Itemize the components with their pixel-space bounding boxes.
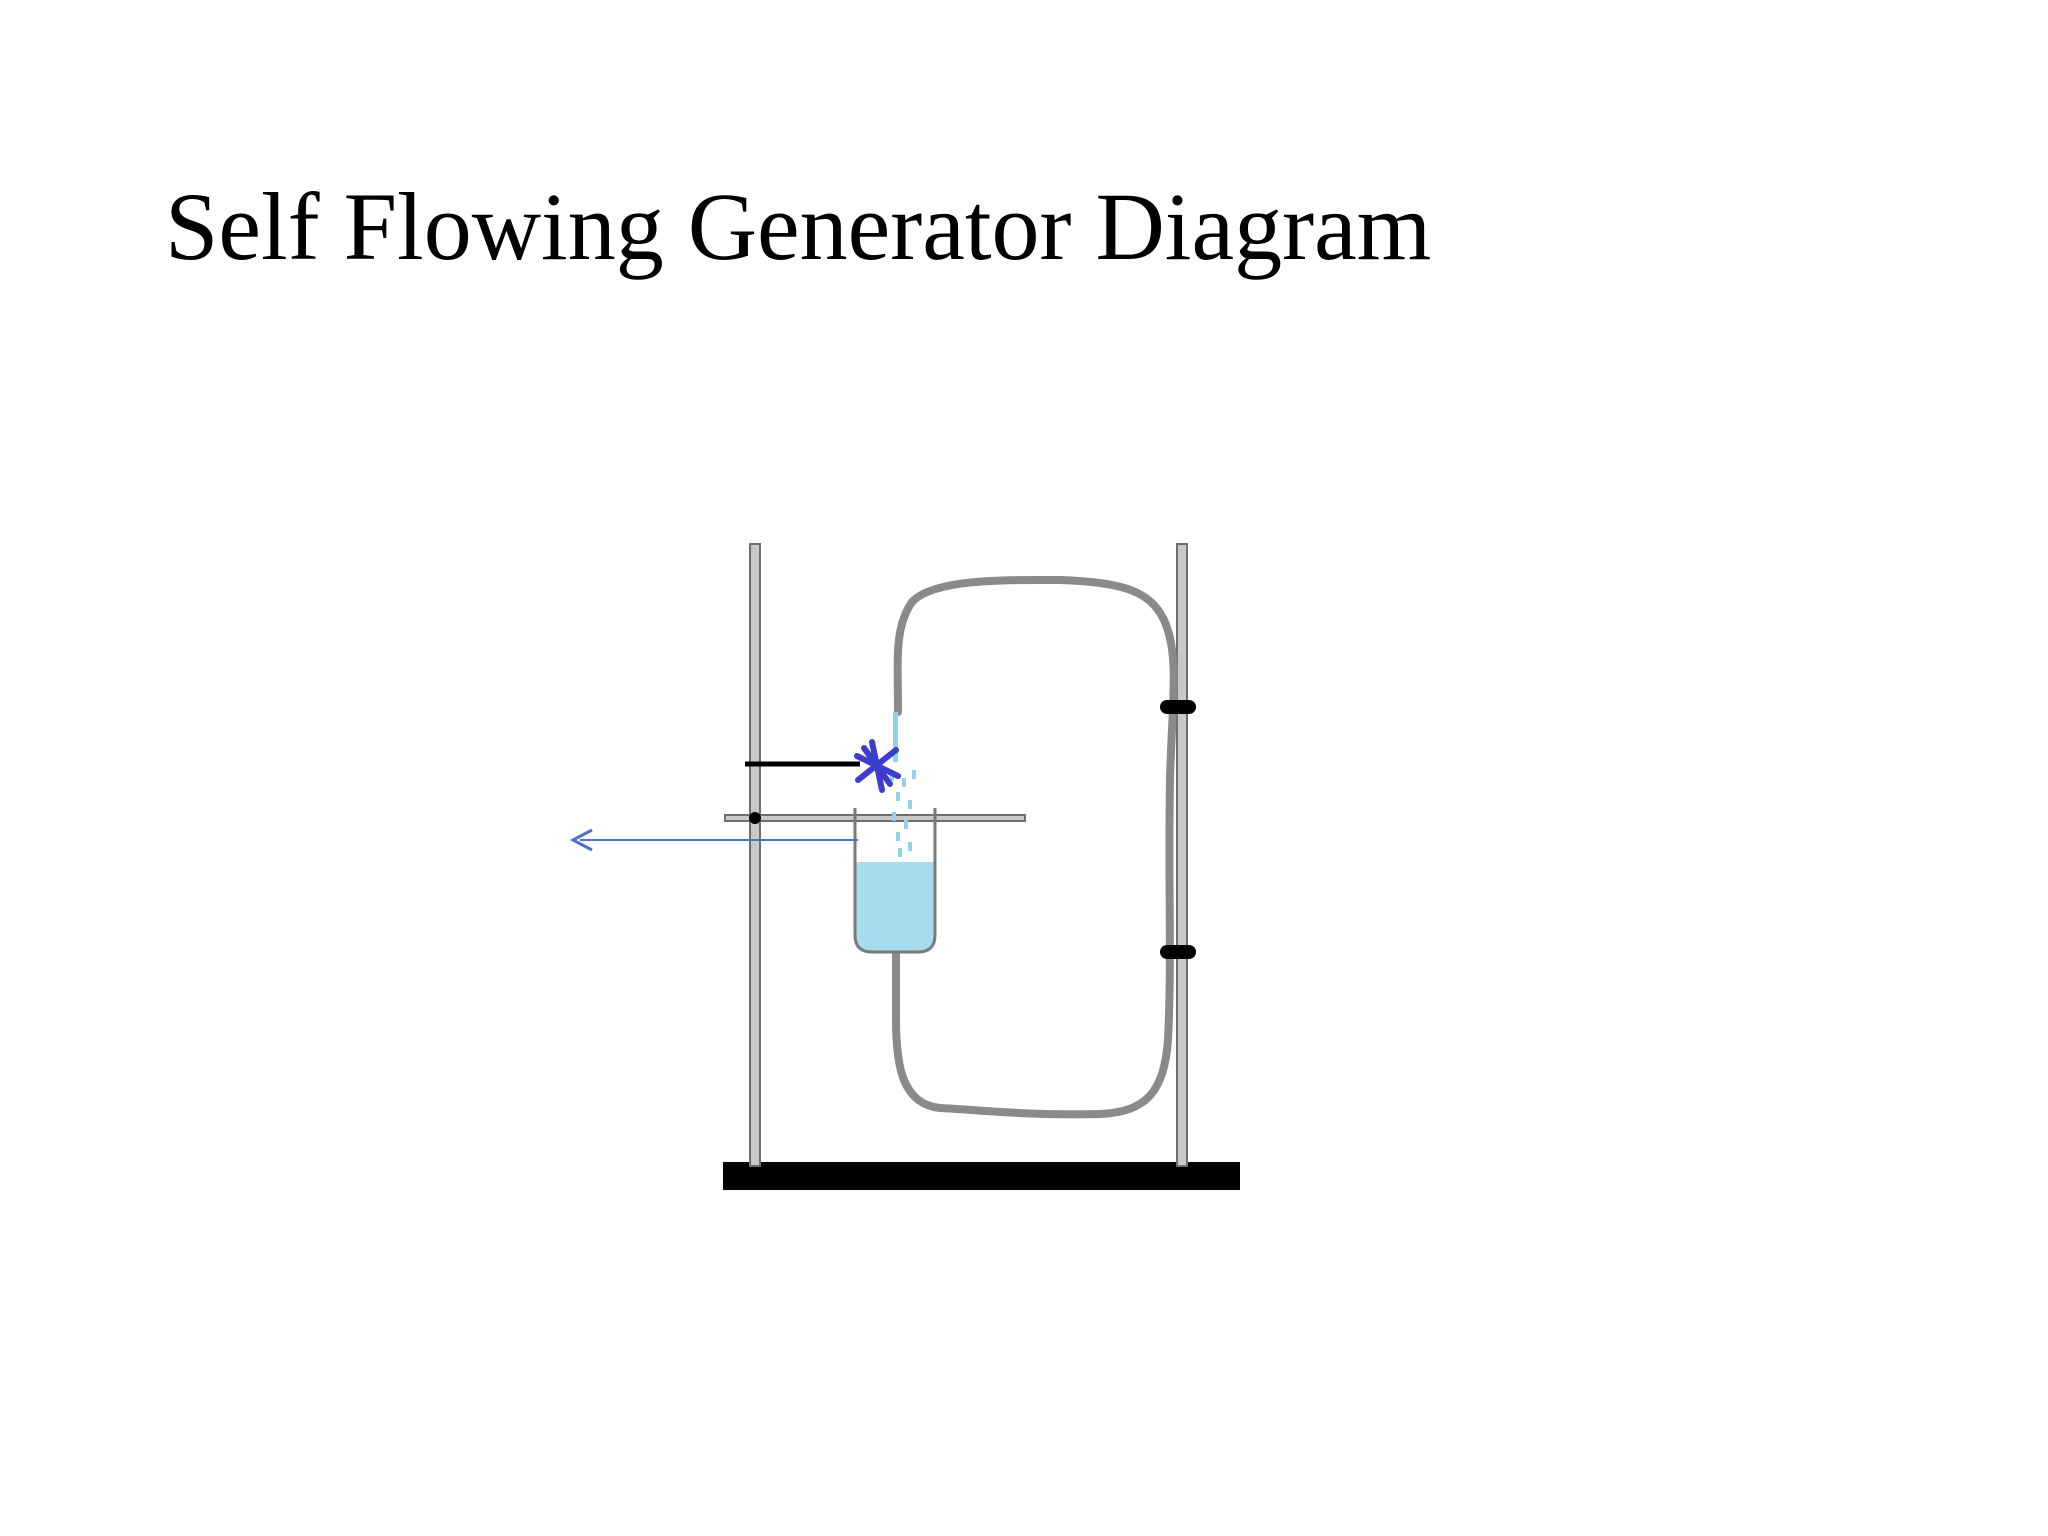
droplet [904, 820, 908, 829]
output-arrow-head [569, 828, 593, 852]
recirculation-tube [892, 575, 1178, 1119]
droplet [908, 800, 912, 809]
droplet [902, 778, 906, 787]
water-stream [893, 712, 898, 762]
upper-tube-clamp [1160, 700, 1196, 714]
falling-droplets [890, 770, 916, 857]
stand-base [723, 1162, 1240, 1190]
spark-icon [854, 739, 901, 793]
left-stand-rod [749, 543, 761, 1167]
vessel-water [855, 862, 935, 952]
droplet [898, 848, 902, 857]
right-stand-rod [1176, 543, 1188, 1167]
droplet [896, 832, 900, 841]
droplet [912, 770, 916, 779]
slide-title: Self Flowing Generator Diagram [165, 173, 1432, 280]
droplet [908, 842, 912, 851]
droplet [896, 792, 900, 801]
lower-tube-clamp [1160, 945, 1196, 959]
collection-vessel [853, 808, 937, 954]
support-arm [724, 814, 1026, 822]
arm-joint [749, 812, 761, 824]
droplet [890, 772, 894, 781]
droplet [892, 812, 896, 821]
